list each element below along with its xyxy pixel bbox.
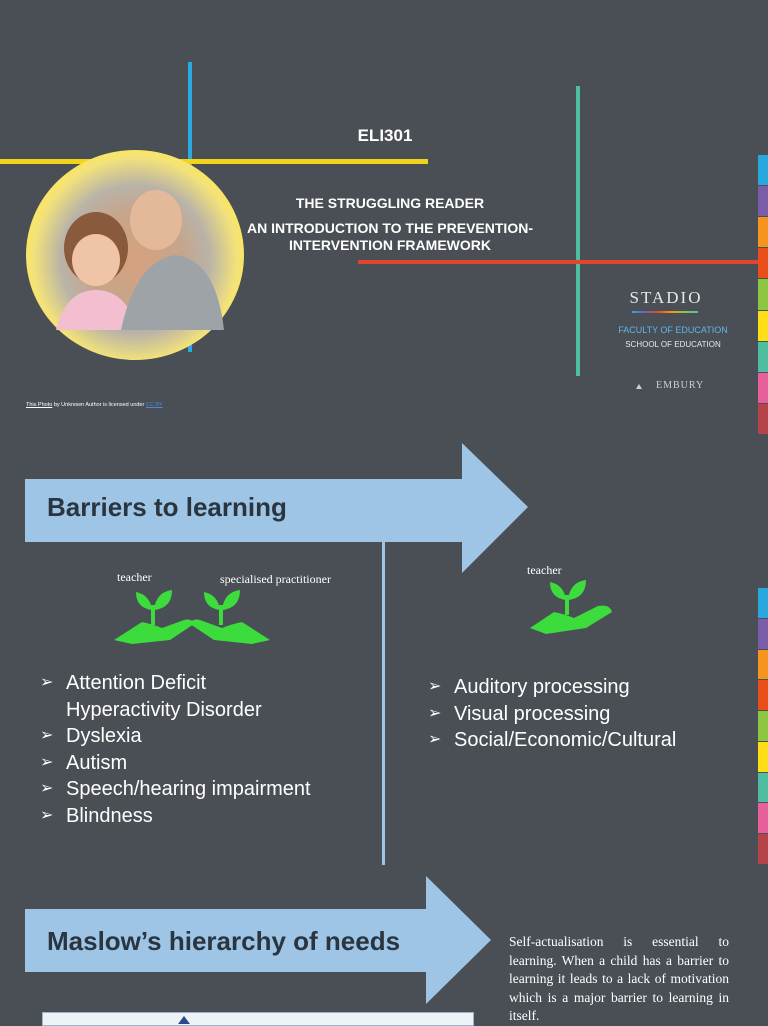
color-stripe: [758, 803, 768, 834]
color-stripes-top: [758, 155, 768, 435]
color-stripe: [758, 588, 768, 618]
title-line-2: AN INTRODUCTION TO THE PREVENTION-: [247, 220, 533, 236]
color-stripe: [758, 279, 768, 310]
list-item: ➢Visual processing: [426, 701, 746, 728]
color-stripe: [758, 341, 768, 372]
stadio-logo: STADIO: [629, 288, 703, 307]
school-label: SCHOOL OF EDUCATION: [625, 340, 721, 349]
list-item: ➢Social/Economic/Cultural: [426, 727, 746, 754]
license-link[interactable]: CC BY: [145, 402, 163, 408]
plant-in-hand-icon: [530, 580, 612, 634]
maslow-slide: Maslow’s hierarchy of needs Self-actuali…: [0, 874, 768, 1026]
plant-in-hand-icon: [114, 590, 194, 644]
slide-heading: Maslow’s hierarchy of needs: [47, 926, 401, 956]
gold-horizontal-line: [0, 159, 428, 164]
list-item: ➢Dyslexia: [38, 723, 378, 750]
heading-arrow-shape: [25, 876, 491, 1004]
arrow-bullet-icon: ➢: [40, 753, 54, 771]
embury-logo: EMBURY: [656, 380, 705, 391]
color-stripe: [758, 680, 768, 711]
arrow-bullet-icon: ➢: [40, 780, 54, 797]
hero-photo: [26, 150, 244, 360]
color-stripe: [758, 186, 768, 217]
arrow-bullet-icon: ➢: [428, 731, 442, 748]
embury-mark-icon: [636, 384, 642, 389]
course-code: ELI301: [357, 126, 413, 145]
left-barrier-list: ➢Attention Deficit Hyperactivity Disorde…: [38, 670, 378, 829]
color-stripe: [758, 155, 768, 186]
teacher-label-left: teacher: [117, 570, 152, 584]
teal-vertical-line: [576, 86, 580, 376]
plant-in-hand-icon: [190, 590, 270, 644]
color-stripe: [758, 217, 768, 248]
photo-credit-link[interactable]: This Photo: [26, 402, 53, 408]
divider-line: [382, 540, 385, 865]
color-stripe: [758, 834, 768, 864]
color-stripes-side: [758, 588, 768, 865]
photo-credit-text: by Unknown Author is licensed under: [52, 402, 146, 408]
arrow-bullet-icon: ➢: [40, 806, 54, 824]
arrow-bullet-icon: ➢: [40, 674, 54, 691]
logo-rainbow-bar: [632, 311, 698, 313]
practitioner-label: specialised practitioner: [220, 572, 331, 586]
color-stripe: [758, 711, 768, 741]
arrow-bullet-icon: ➢: [428, 704, 442, 722]
maslow-paragraph: Self-actualisation is essential to learn…: [509, 934, 729, 1023]
list-item: ➢Speech/hearing impairment: [38, 776, 378, 803]
list-item: ➢Attention Deficit Hyperactivity Disorde…: [40, 672, 262, 721]
pyramid-top-icon: [178, 1016, 190, 1024]
color-stripe: [758, 618, 768, 649]
color-stripe: [758, 403, 768, 434]
list-item: ➢Autism: [38, 750, 378, 777]
title-slide: ELI301 THE STRUGGLING READER AN INTRODUC…: [0, 0, 768, 440]
color-stripe: [758, 772, 768, 803]
arrow-bullet-icon: ➢: [428, 678, 442, 695]
title-line-1: THE STRUGGLING READER: [295, 195, 485, 211]
red-horizontal-line: [358, 260, 768, 264]
title-line-3: INTERVENTION FRAMEWORK: [289, 237, 491, 253]
teacher-label-right: teacher: [527, 563, 562, 577]
arrow-bullet-icon: ➢: [40, 727, 54, 744]
color-stripe: [758, 310, 768, 341]
list-item: ➢Auditory processing: [426, 674, 746, 701]
faculty-label: FACULTY OF EDUCATION: [618, 325, 728, 335]
right-barrier-list: ➢Auditory processing ➢Visual processing …: [426, 674, 746, 754]
color-stripe: [758, 372, 768, 403]
heading-arrow-shape: [25, 443, 528, 573]
slide-heading: Barriers to learning: [47, 492, 287, 522]
color-stripe: [758, 649, 768, 680]
photo-credit: This Photo by Unknown Author is licensed…: [26, 402, 163, 408]
photo-figures: [56, 190, 224, 330]
list-item: ➢Blindness: [38, 803, 378, 830]
color-stripe: [758, 248, 768, 279]
barriers-slide: Barriers to learning teacher specialised…: [0, 440, 768, 874]
color-stripe: [758, 741, 768, 772]
